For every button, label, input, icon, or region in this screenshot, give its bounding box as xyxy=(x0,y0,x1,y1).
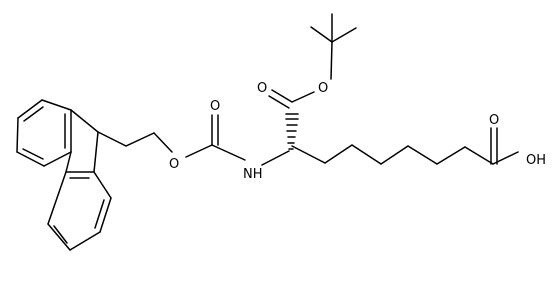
bond xyxy=(16,117,19,153)
bond xyxy=(268,95,290,109)
aliphatic-chain xyxy=(291,144,494,165)
bond xyxy=(17,99,43,119)
bond xyxy=(125,132,155,147)
bond xyxy=(23,106,44,122)
carbamate-linker xyxy=(97,114,246,161)
fluorenyl-group xyxy=(16,99,112,251)
ester-oxygen-label: O xyxy=(318,81,328,96)
bond xyxy=(70,109,99,133)
bond xyxy=(93,171,112,199)
bond xyxy=(65,151,72,173)
bond xyxy=(43,151,72,167)
bond xyxy=(261,150,290,166)
bond xyxy=(69,231,101,251)
bond xyxy=(351,144,382,165)
bond xyxy=(271,89,293,103)
bond xyxy=(185,144,213,158)
bond xyxy=(97,131,127,147)
atom-labels: O O O O NH O OH xyxy=(169,81,546,182)
acid-hydroxyl-label: OH xyxy=(526,153,546,168)
bond xyxy=(310,26,333,43)
ester-carbonyl-oxygen-label: O xyxy=(257,81,267,96)
bond xyxy=(22,148,44,160)
amine-nh-label: NH xyxy=(243,167,263,182)
tert-butyl-ester xyxy=(261,13,357,166)
bond xyxy=(464,146,494,165)
bond xyxy=(291,145,326,164)
carbamate-oxygen-label: O xyxy=(169,157,179,172)
bond xyxy=(99,197,112,233)
bond xyxy=(324,144,353,164)
bond xyxy=(153,132,173,153)
carbamate-carbonyl-oxygen-label: O xyxy=(210,99,220,114)
bond xyxy=(53,225,68,244)
bond xyxy=(47,223,71,251)
acid-carbonyl-oxygen-label: O xyxy=(489,113,499,128)
bond xyxy=(41,99,72,111)
carboxylic-acid xyxy=(490,127,519,165)
bond xyxy=(331,27,357,43)
bond xyxy=(47,171,67,225)
bond xyxy=(407,145,438,165)
bond xyxy=(211,144,246,161)
bond xyxy=(436,146,466,165)
bond xyxy=(16,151,45,167)
bond xyxy=(94,199,105,229)
bond xyxy=(93,131,99,173)
bond xyxy=(330,41,333,80)
bond xyxy=(291,91,315,103)
bond xyxy=(380,145,409,165)
